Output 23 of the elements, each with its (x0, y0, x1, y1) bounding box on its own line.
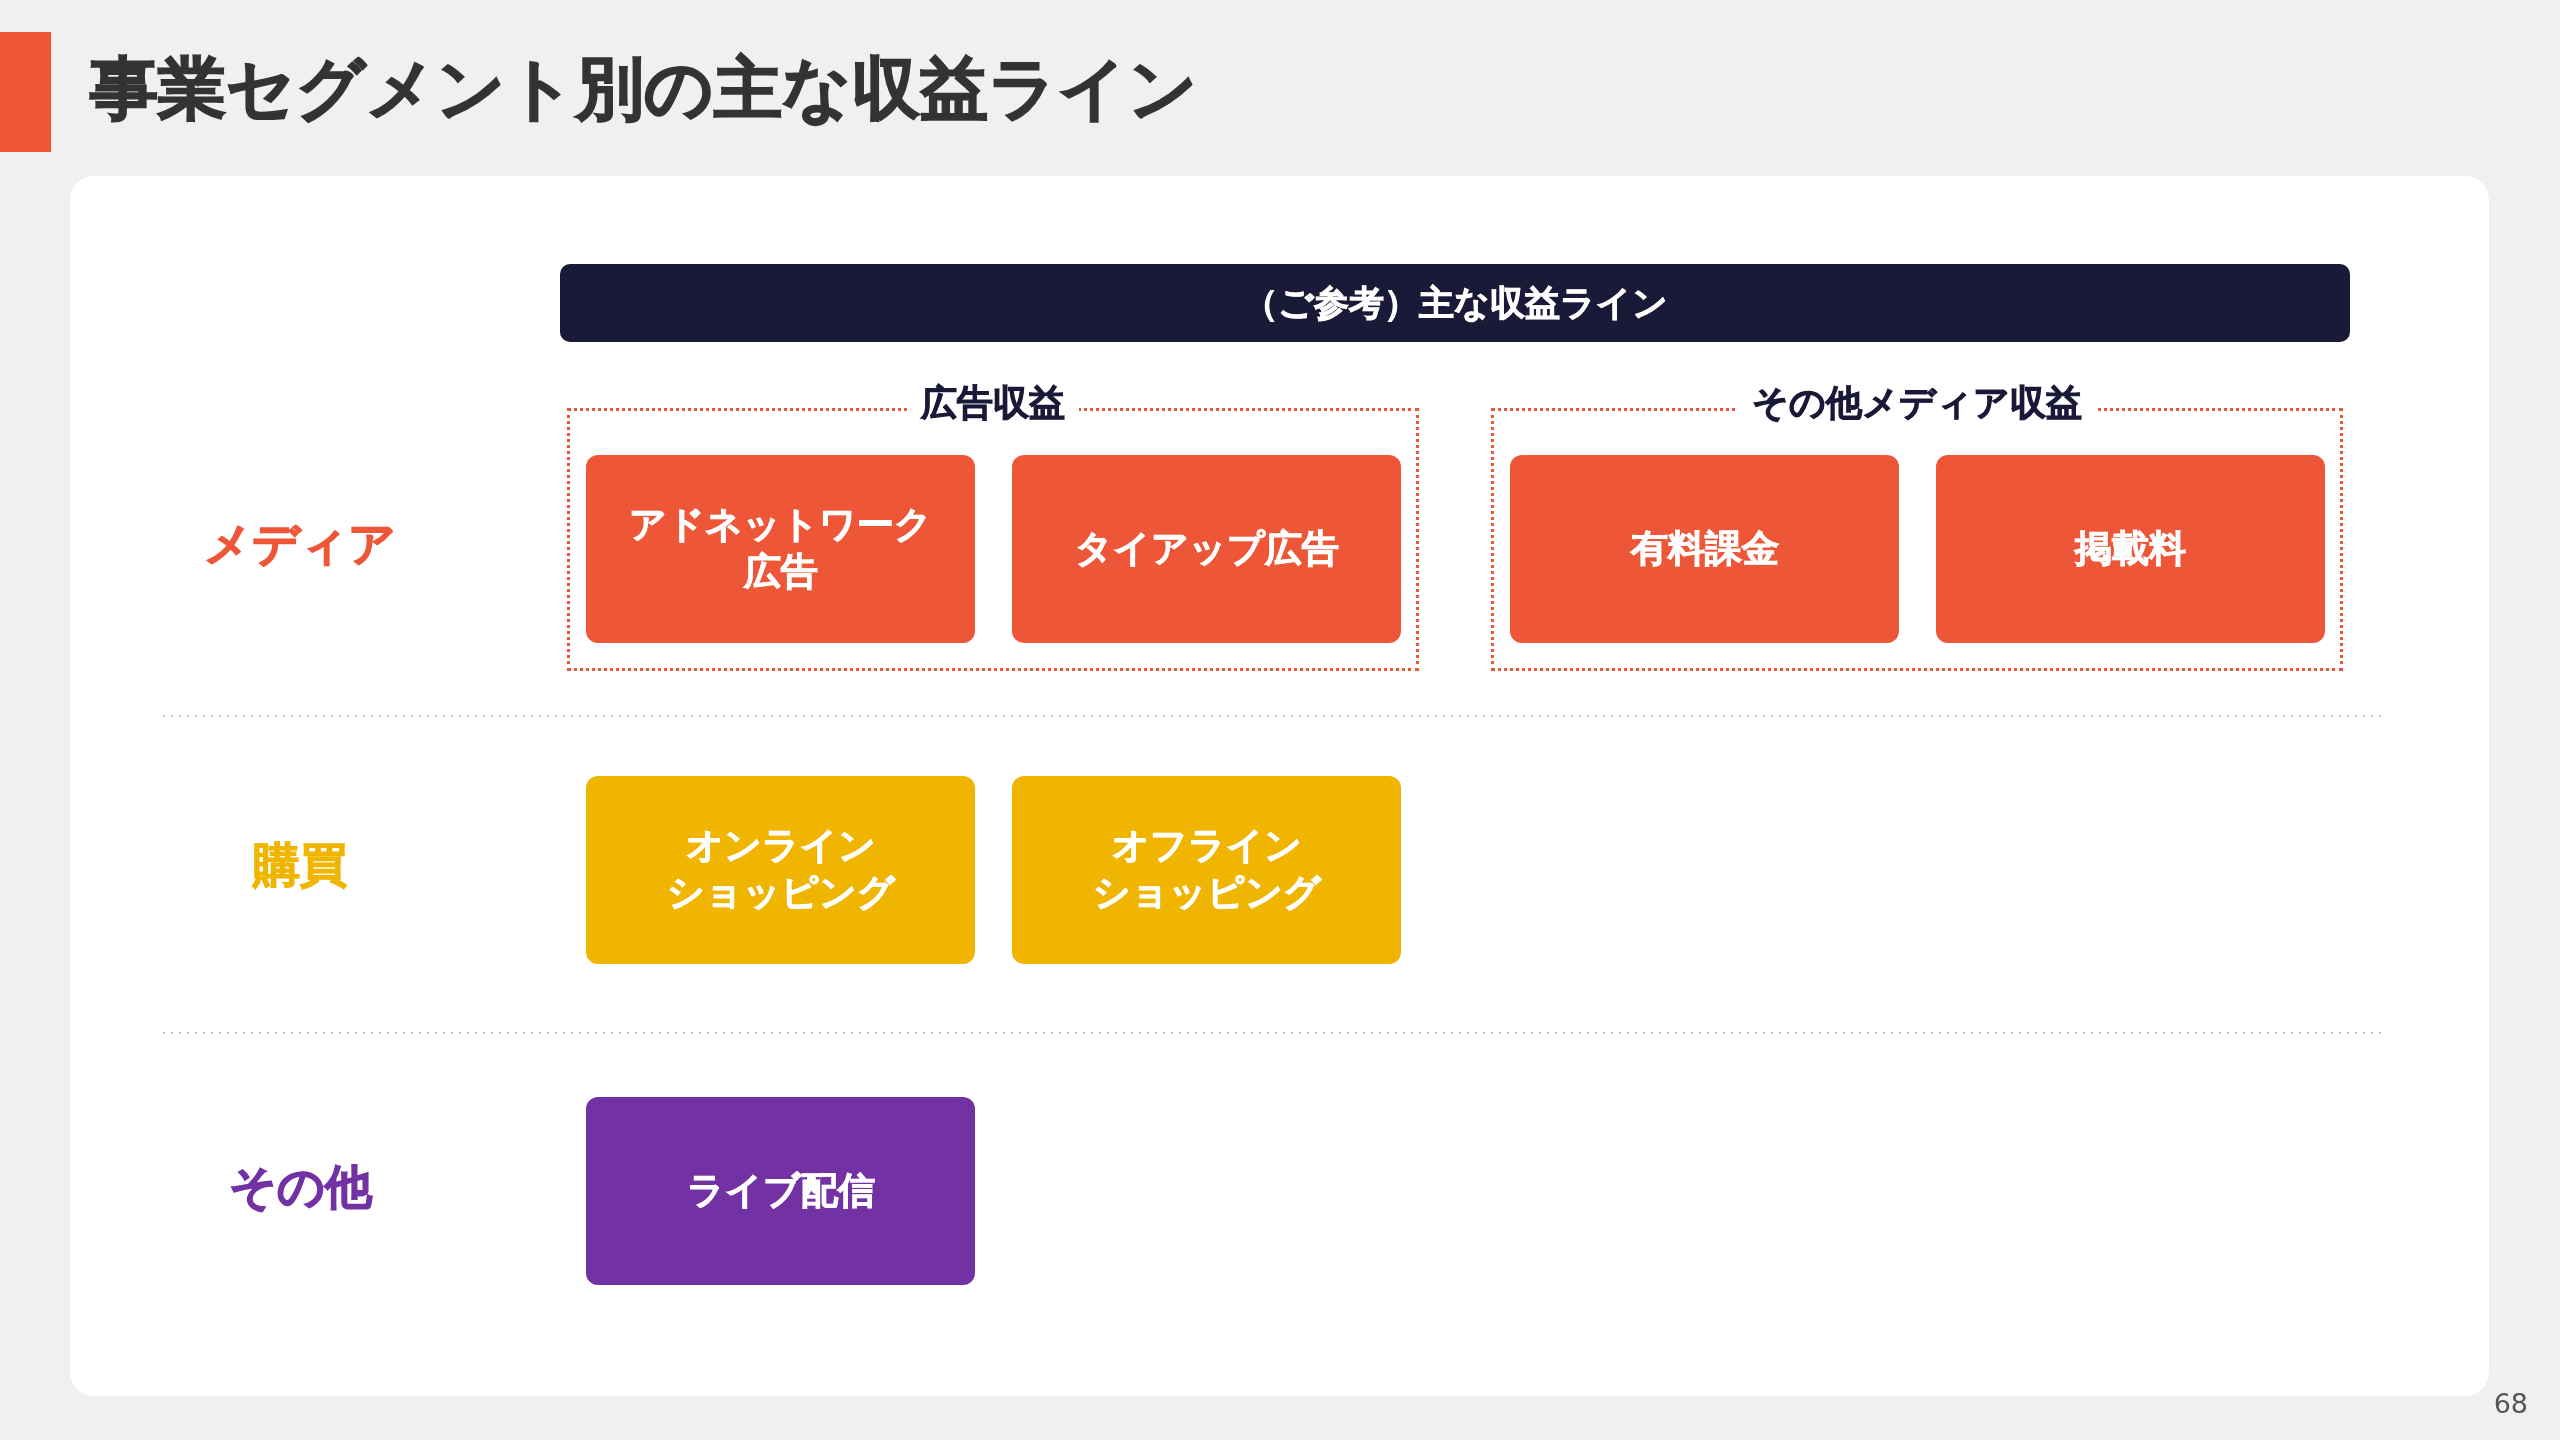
revenue-box (586, 1097, 975, 1285)
box-label: 掲載料 (2074, 525, 2187, 572)
revenue-box (1012, 455, 1401, 643)
row-label: メディア (204, 516, 396, 572)
revenue-box (586, 455, 975, 643)
page-number: 68 (2493, 1388, 2528, 1420)
header-text: （ご参考）主な収益ライン (1242, 282, 1668, 325)
box-label: アドネットワーク広告 (628, 502, 933, 595)
revenue-box (1510, 455, 1899, 643)
revenue-box (586, 776, 975, 964)
revenue-box (1012, 776, 1401, 964)
box-label: タイアップ広告 (1073, 525, 1340, 572)
group-heading: 広告収益 (907, 381, 1079, 425)
box-label: 有料課金 (1629, 525, 1780, 572)
group-heading: その他メディア収益 (1738, 381, 2096, 425)
row-label: 購買 (253, 837, 347, 893)
revenue-box (1936, 455, 2325, 643)
box-label: オンラインショッピング (665, 823, 896, 916)
header-bar (560, 264, 2350, 342)
row-label: その他 (228, 1159, 372, 1215)
box-label: オフラインショッピング (1091, 823, 1322, 916)
box-label: ライブ配信 (685, 1167, 876, 1214)
page-title: 事業セグメント別の主な収益ライン (90, 49, 1198, 129)
